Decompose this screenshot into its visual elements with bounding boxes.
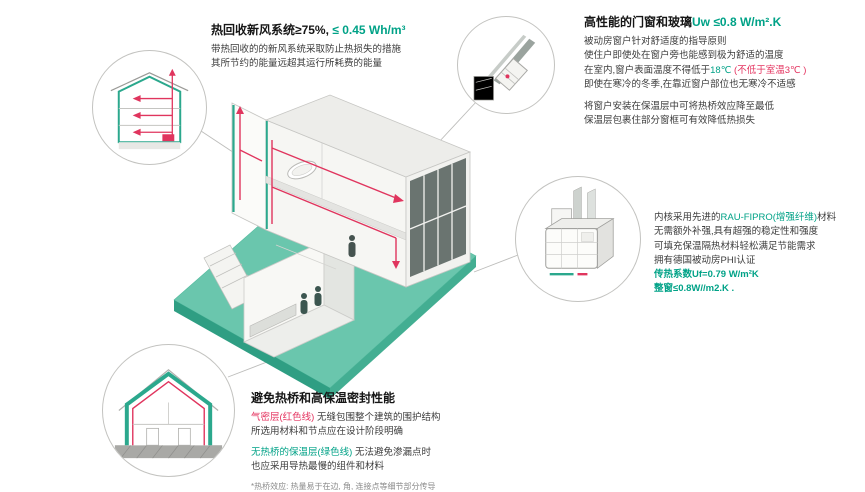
thermal-line2: 所选用材料和节点应在设计阶段明确	[251, 426, 404, 438]
window-profile-icon	[544, 186, 615, 276]
windows-title-value: Uw ≤0.8 W/m².K	[692, 15, 782, 29]
windows-title-text: 高性能的门窗和玻璃	[584, 15, 693, 29]
bathtub	[287, 160, 317, 180]
ventilation-title: 热回收新风系统≥75%, ≤ 0.45 Wh/m³	[211, 21, 479, 39]
profile-body: 内核采用先进的RAU-FIPRO(增强纤维)材料 无需额外补强,具有超强的稳定性…	[654, 211, 865, 297]
windows-line5: 将窗户安装在保温层中可将热桥效应降至最低	[584, 101, 775, 112]
windows-title: 高性能的门窗和玻璃Uw ≤0.8 W/m².K	[584, 13, 858, 31]
windows-line2: 使住户即使处在窗户旁也能感到极为舒适的温度	[584, 50, 784, 62]
airflow-ducts	[138, 74, 173, 141]
profile-note: 内核采用先进的RAU-FIPRO(增强纤维)材料 无需额外补强,具有超强的稳定性…	[654, 211, 865, 297]
thermal-line4: 也应采用导热最慢的组件和材料	[251, 460, 385, 472]
thermal-envelope-icon	[114, 369, 223, 459]
window-corner-icon	[473, 34, 536, 101]
person-figure	[300, 286, 322, 314]
ventilation-title-text: 热回收新风系统≥75%,	[211, 23, 333, 37]
windows-line3-pre: 在室内,窗户表面温度不得低于	[584, 64, 711, 76]
ventilation-body-line1: 带热回收的的新风系统采取防止热损失的措施	[211, 44, 402, 55]
thermal-line3-rest: 无法避免渗漏点时	[352, 446, 431, 458]
airtight-layer-label: 气密层(红色线)	[251, 412, 315, 423]
profile-line4: 拥有德国被动房PHI认证	[654, 254, 756, 266]
basement-room	[243, 240, 355, 358]
profile-line1-pre: 内核采用先进的	[654, 212, 721, 223]
insulation-layer-label: 无热桥的保温层(绿色线)	[251, 446, 353, 458]
windows-note: 高性能的门窗和玻璃Uw ≤0.8 W/m².K 被动房窗户针对舒适度的指导原则 …	[584, 13, 858, 129]
windows-line1: 被动房窗户针对舒适度的指导原则	[584, 36, 727, 47]
thermal-line1-rest: 无缝包围整个建筑的围护结构	[314, 412, 441, 423]
windows-line3: 在室内,窗户表面温度不得低于18℃ (不低于室温3℃ )	[584, 65, 806, 76]
windows-line3-note: (不低于室温3℃ )	[731, 64, 807, 76]
ventilation-ducts	[236, 106, 404, 269]
glazing-wall	[409, 158, 467, 277]
insulation-layer-line	[124, 371, 213, 446]
profile-line2: 无需额外补强,具有超强的稳定性和强度	[654, 226, 819, 238]
window-corner-detail-circle	[457, 16, 555, 114]
windows-line3-temp: 18℃	[710, 64, 732, 76]
windows-body2: 将窗户安装在保温层中可将热桥效应降至最低 保温层包裹住部分窗框可有效降低热损失	[584, 100, 858, 129]
windows-line4: 即使在寒冷的冬季,在靠近窗户部位也无寒冷不适感	[584, 78, 796, 90]
airflow-arrows	[132, 68, 176, 142]
ventilation-detail-circle	[92, 50, 207, 165]
airtight-layer-line	[132, 380, 205, 446]
thermal-envelope-detail-circle	[102, 344, 235, 477]
ventilation-title-value: ≤ 0.45 Wh/m³	[332, 23, 406, 37]
thermal-body1: 气密层(红色线) 无缝包围整个建筑的围护结构 所选用材料和节点应在设计阶段明确	[251, 411, 571, 440]
profile-window-u-value: 整窗≤0.8W//m2.K .	[654, 283, 735, 295]
ventilation-section-icon	[110, 68, 189, 150]
thermal-footnote: *热桥效应: 热量易于在边, 角, 连接点等细节部分传导	[251, 482, 436, 491]
duct-arrows	[236, 106, 404, 269]
ventilation-body: 带热回收的的新风系统采取防止热损失的措施 其所节约的能量远超其运行所耗费的能量	[211, 43, 479, 72]
window-profile-detail-circle	[515, 176, 641, 302]
thermal-note: 避免热桥和高保温密封性能 气密层(红色线) 无缝包围整个建筑的围护结构 所选用材…	[251, 389, 571, 492]
ventilation-note: 热回收新风系统≥75%, ≤ 0.45 Wh/m³ 带热回收的的新风系统采取防止…	[211, 21, 479, 72]
profile-line3: 可填充保温隔热材料轻松满足节能需求	[654, 240, 816, 252]
profile-u-value: 传热系数Uf=0.79 W/m²K	[654, 269, 759, 280]
thermal-body2: 无热桥的保温层(绿色线) 无法避免渗漏点时 也应采用导热最慢的组件和材料	[251, 446, 571, 475]
profile-line1-highlight: RAU-FIPRO(增强纤维)	[720, 212, 818, 223]
windows-body: 被动房窗户针对舒适度的指导原则 使住户即使处在窗户旁也能感到极为舒适的温度 在室…	[584, 35, 858, 92]
windows-line6: 保温层包裹住部分窗框可有效降低热损失	[584, 115, 756, 127]
thermal-title: 避免热桥和高保温密封性能	[251, 391, 396, 405]
ventilation-body-line2: 其所节约的能量远超其运行所耗费的能量	[211, 58, 383, 70]
profile-line1: 内核采用先进的RAU-FIPRO(增强纤维)材料	[654, 212, 836, 223]
profile-line1-post: 材料	[817, 212, 837, 223]
person-figure	[348, 235, 356, 257]
